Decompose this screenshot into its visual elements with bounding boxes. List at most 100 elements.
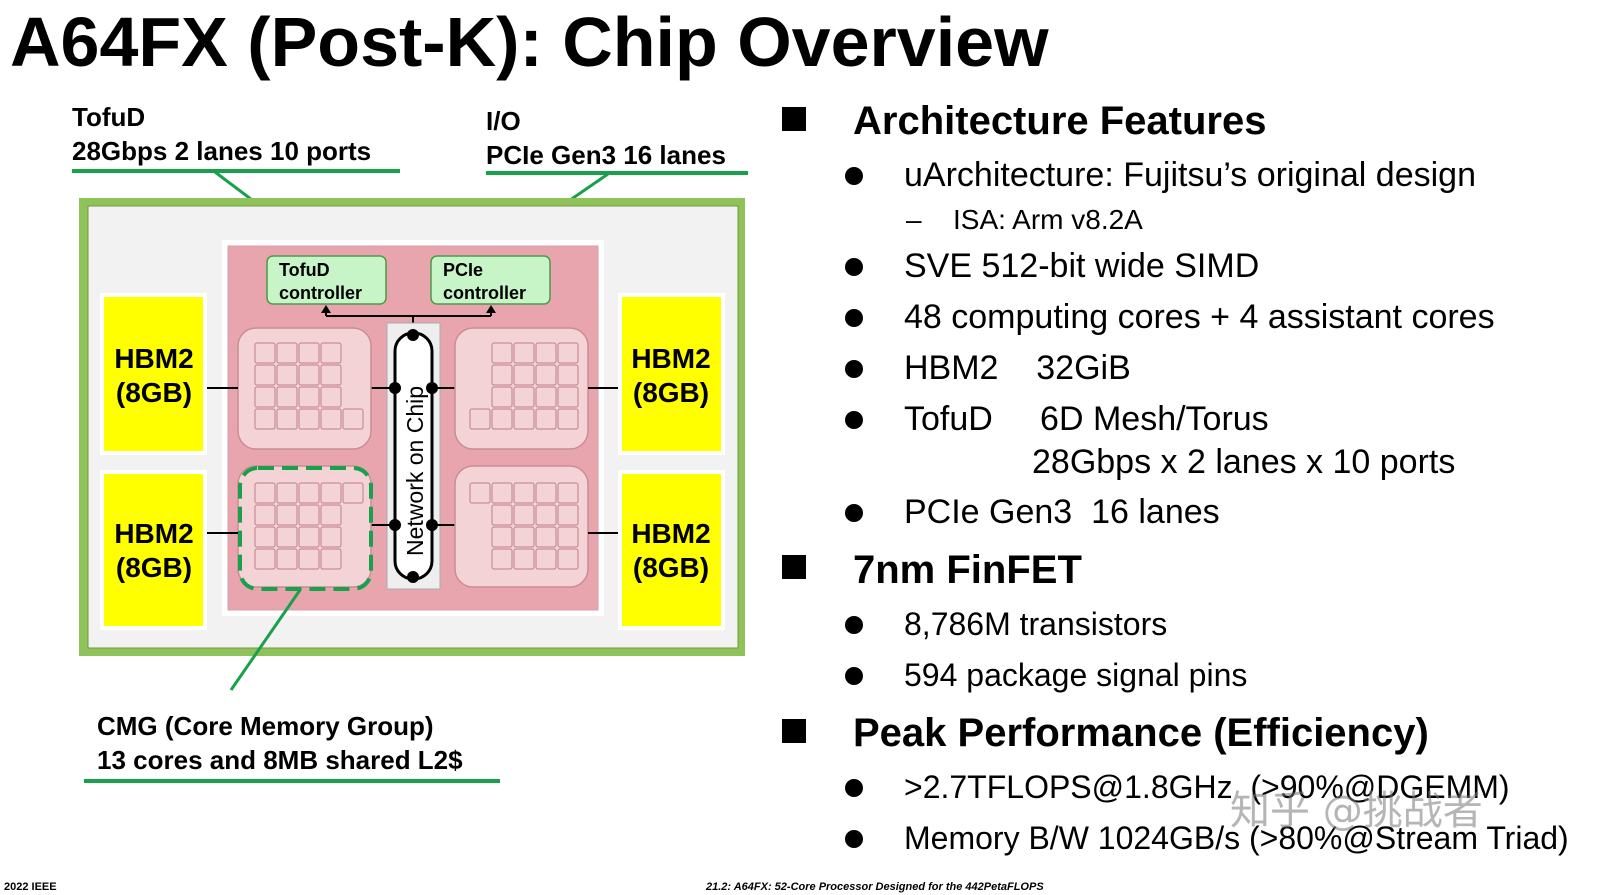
core-cell bbox=[513, 342, 535, 364]
hbm-bottom-left-line2: (8GB) bbox=[116, 552, 192, 583]
noc-label: Network on Chip bbox=[402, 386, 428, 556]
bullet-dot bbox=[845, 309, 863, 327]
core-cell bbox=[298, 364, 320, 386]
hbm-top-left-line2: (8GB) bbox=[116, 377, 192, 408]
bullet-dot bbox=[845, 360, 863, 378]
core-cell bbox=[298, 482, 320, 504]
core-cell bbox=[469, 482, 491, 504]
fin-heading: 7nm FinFET bbox=[853, 548, 1082, 592]
cmg-callout-line1: CMG (Core Memory Group) bbox=[97, 711, 434, 741]
core-cell bbox=[298, 504, 320, 526]
core-cell bbox=[254, 526, 276, 548]
core-cell bbox=[320, 548, 342, 570]
core-cell bbox=[320, 482, 342, 504]
hbm-top-right bbox=[622, 297, 721, 451]
core-cell bbox=[535, 504, 557, 526]
bullet-dot bbox=[845, 667, 863, 685]
arch-item-pcie: PCIe Gen3 16 lanes bbox=[904, 493, 1220, 531]
arch-item-tofud: TofuD 6D Mesh/Torus bbox=[904, 400, 1269, 438]
hbm-bottom-right-line1: HBM2 bbox=[631, 518, 710, 549]
arch-item-uarch: uArchitecture: Fujitsu’s original design bbox=[904, 156, 1476, 194]
core-cell bbox=[320, 504, 342, 526]
core-cell bbox=[557, 364, 579, 386]
core-cell bbox=[513, 386, 535, 408]
tofud-callout-line1: TofuD bbox=[72, 102, 146, 132]
core-cell bbox=[557, 386, 579, 408]
core-cell bbox=[557, 526, 579, 548]
core-cell bbox=[491, 548, 513, 570]
core-cell bbox=[535, 482, 557, 504]
core-cell bbox=[557, 504, 579, 526]
core-cell bbox=[320, 386, 342, 408]
hbm-top-left-line1: HBM2 bbox=[114, 343, 193, 374]
core-cell bbox=[342, 482, 364, 504]
pcie-controller-box bbox=[430, 255, 551, 305]
arch-heading: Architecture Features bbox=[853, 99, 1267, 143]
footer-left: 2022 IEEE bbox=[4, 881, 57, 893]
core-cell bbox=[254, 504, 276, 526]
hbm-top-right-line1: HBM2 bbox=[631, 343, 710, 374]
core-cell bbox=[513, 504, 535, 526]
core-cell bbox=[320, 408, 342, 430]
core-cell bbox=[276, 364, 298, 386]
bullet-dot bbox=[845, 167, 863, 185]
arch-item-sve: SVE 512-bit wide SIMD bbox=[904, 247, 1260, 285]
core-cell bbox=[535, 548, 557, 570]
core-cell bbox=[320, 364, 342, 386]
io-callout-line1: I/O bbox=[486, 106, 521, 136]
io-callout-underline bbox=[486, 171, 748, 175]
tofud-callout: TofuD 28Gbps 2 lanes 10 ports bbox=[72, 100, 371, 168]
core-cell bbox=[276, 526, 298, 548]
core-cell bbox=[513, 408, 535, 430]
pcie-arrow-head bbox=[486, 305, 496, 313]
hbm-bottom-left-line1: HBM2 bbox=[114, 518, 193, 549]
bullet-dot bbox=[845, 830, 863, 848]
core-cell bbox=[276, 482, 298, 504]
perf-heading-bullet bbox=[782, 719, 806, 743]
core-cell bbox=[254, 364, 276, 386]
core-cell bbox=[513, 482, 535, 504]
core-cell bbox=[254, 548, 276, 570]
core-cell bbox=[491, 482, 513, 504]
core-cell bbox=[513, 364, 535, 386]
core-cell bbox=[491, 408, 513, 430]
core-cell bbox=[320, 526, 342, 548]
core-cell bbox=[491, 386, 513, 408]
core-cell bbox=[254, 408, 276, 430]
bullet-dot bbox=[845, 779, 863, 797]
perf-heading: Peak Performance (Efficiency) bbox=[853, 711, 1429, 755]
cmg-callout: CMG (Core Memory Group) 13 cores and 8MB… bbox=[97, 709, 463, 777]
hbm-top-left bbox=[104, 297, 203, 451]
core-cell bbox=[535, 408, 557, 430]
cmg-noc-links bbox=[371, 387, 455, 526]
hbm-bottom-right-line2: (8GB) bbox=[633, 552, 709, 583]
bullet-dot bbox=[845, 258, 863, 276]
core-cell bbox=[342, 408, 364, 430]
tofud-controller-line1: TofuD bbox=[279, 260, 330, 280]
core-cell bbox=[320, 342, 342, 364]
core-cell bbox=[254, 482, 276, 504]
core-cell bbox=[298, 408, 320, 430]
core-cell bbox=[557, 408, 579, 430]
core-cell bbox=[254, 342, 276, 364]
tofud-callout-line2: 28Gbps 2 lanes 10 ports bbox=[72, 136, 372, 166]
hbm-bottom-left bbox=[104, 474, 203, 626]
hbm-links bbox=[205, 387, 623, 534]
bullet-dot bbox=[845, 504, 863, 522]
core-cell bbox=[491, 364, 513, 386]
core-cell bbox=[469, 408, 491, 430]
tofud-controller-line2: controller bbox=[279, 283, 362, 303]
core-cell bbox=[298, 386, 320, 408]
core-cell bbox=[491, 342, 513, 364]
io-callout: I/O PCIe Gen3 16 lanes bbox=[486, 104, 726, 172]
core-cell bbox=[276, 342, 298, 364]
pcie-controller-line2: controller bbox=[443, 283, 526, 303]
core-cell bbox=[535, 342, 557, 364]
core-cell bbox=[557, 548, 579, 570]
watermark: 知乎 @挑战者 bbox=[1230, 788, 1483, 834]
core-cell bbox=[254, 386, 276, 408]
core-cell bbox=[491, 504, 513, 526]
perf-item-flops: >2.7TFLOPS@1.8GHz (>90%@DGEMM) bbox=[904, 769, 1510, 805]
dash-bullet: – bbox=[906, 204, 922, 235]
core-cell bbox=[535, 526, 557, 548]
